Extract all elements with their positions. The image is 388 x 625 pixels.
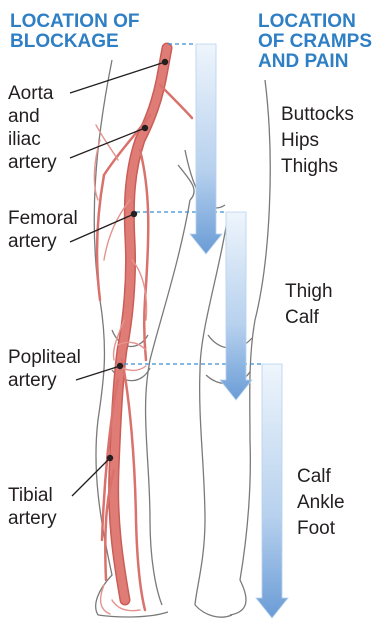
cramps-header-line: OF CRAMPS: [258, 32, 372, 52]
arrow-middle: [220, 212, 252, 400]
symptom-line: Hips: [281, 128, 354, 154]
label-line: Aorta: [8, 82, 57, 105]
label-line: and: [8, 105, 57, 128]
blockage-header-line: BLOCKAGE: [10, 32, 139, 52]
arrow-upper: [190, 44, 222, 254]
tibial-label: Tibial artery: [8, 484, 57, 530]
cramps-header-line: LOCATION: [258, 12, 372, 32]
symptom-line: Thighs: [281, 154, 354, 180]
label-line: Femoral: [8, 207, 78, 230]
label-line: iliac: [8, 128, 57, 151]
femoral-label: Femoral artery: [8, 207, 78, 253]
artery-tree: [94, 48, 192, 614]
middle-symptoms: Thigh Calf: [285, 279, 333, 331]
label-line: Tibial: [8, 484, 57, 507]
cramps-header-line: AND PAIN: [258, 52, 372, 72]
blockage-header-line: LOCATION OF: [10, 12, 139, 32]
symptom-line: Calf: [297, 464, 345, 490]
symptom-line: Thigh: [285, 279, 333, 305]
label-line: artery: [8, 230, 78, 253]
symptom-line: Ankle: [297, 490, 345, 516]
symptom-line: Buttocks: [281, 102, 354, 128]
label-line: artery: [8, 507, 57, 530]
label-line: artery: [8, 369, 81, 392]
label-line: Popliteal: [8, 346, 81, 369]
popliteal-label: Popliteal artery: [8, 346, 81, 392]
upper-symptoms: Buttocks Hips Thighs: [281, 102, 354, 180]
arrow-lower: [256, 364, 288, 618]
symptom-line: Foot: [297, 516, 345, 542]
label-line: artery: [8, 151, 57, 174]
cramps-header: LOCATION OF CRAMPS AND PAIN: [258, 12, 372, 72]
blockage-header: LOCATION OF BLOCKAGE: [10, 12, 139, 52]
symptom-line: Calf: [285, 305, 333, 331]
lower-symptoms: Calf Ankle Foot: [297, 464, 345, 542]
aorta-iliac-label: Aorta and iliac artery: [8, 82, 57, 174]
